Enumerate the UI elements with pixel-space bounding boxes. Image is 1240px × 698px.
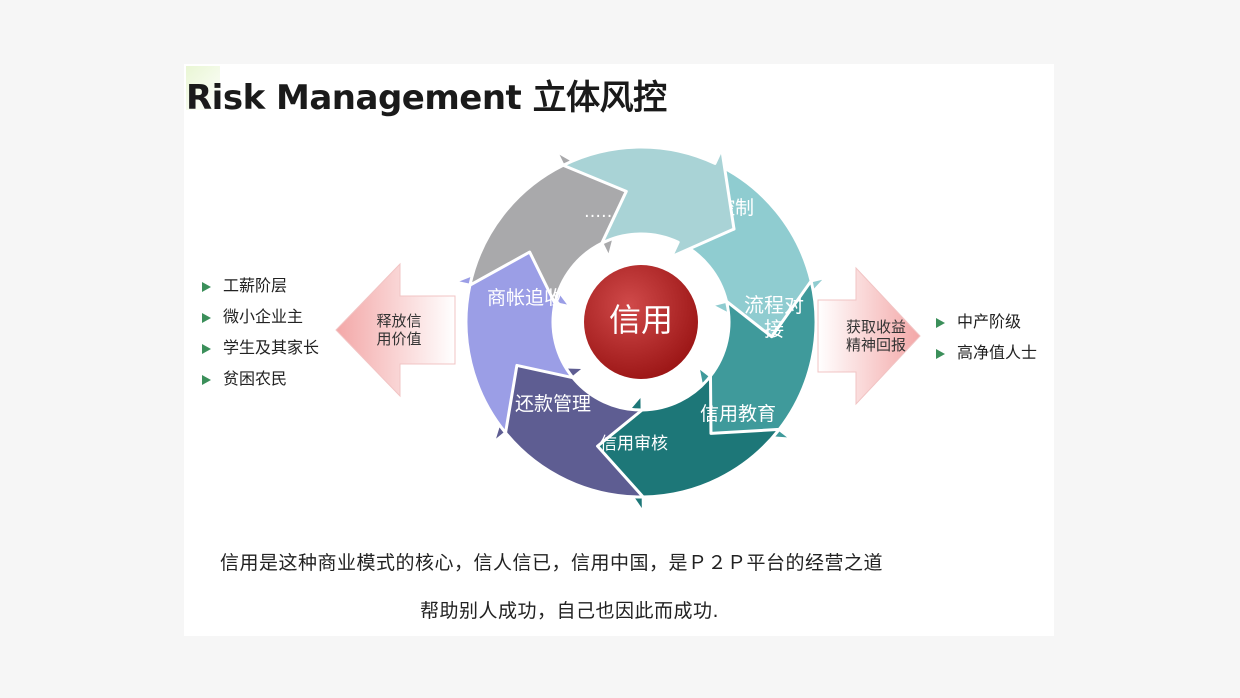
cycle-segment-label: 信用审核 (600, 434, 668, 454)
list-item: 学生及其家长 (202, 332, 319, 363)
left-audience-list: 工薪阶层 微小企业主 学生及其家长 贫困农民 (202, 270, 319, 394)
list-item: 高净值人士 (936, 337, 1037, 368)
list-item: 贫困农民 (202, 363, 319, 394)
cycle-segment (561, 145, 736, 259)
right-audience-list: 中产阶级 高净值人士 (936, 306, 1037, 368)
caption-line-1: 信用是这种商业模式的核心，信人信已，信用中国，是Ｐ２Ｐ平台的经营之道 (220, 552, 884, 574)
center-circle (584, 265, 698, 379)
right-arrow-shape (817, 266, 921, 406)
cycle-segment-label: 还款管理 (515, 393, 591, 415)
page-title: Risk Management 立体风控 (186, 78, 667, 118)
cycle-segment-label: 流程对接 (744, 293, 804, 341)
right-arrow-label: 获取收益精神回报 (846, 318, 906, 354)
left-arrow-shape (335, 262, 456, 398)
cycle-segment-label: 商帐追收 (487, 287, 563, 309)
cycle-segment (676, 161, 829, 339)
cycle-segment (491, 363, 645, 499)
cycle-segment (468, 149, 628, 305)
list-item: 中产阶级 (936, 306, 1037, 337)
left-arrow-label: 释放信用价值 (376, 312, 421, 348)
bullet-arrow-icon (202, 281, 211, 292)
center-label: 信用 (609, 301, 673, 339)
list-item: 微小企业主 (202, 301, 319, 332)
caption-line-2: 帮助别人成功，自己也因此而成功. (420, 600, 720, 622)
bullet-arrow-icon (202, 343, 211, 354)
title-accent (186, 66, 220, 110)
bullet-arrow-icon (202, 312, 211, 323)
list-item: 工薪阶层 (202, 270, 319, 301)
bullet-arrow-icon (936, 317, 945, 328)
cycle-segment (696, 279, 818, 441)
bullet-arrow-icon (202, 374, 211, 385)
bullet-arrow-icon (936, 348, 945, 359)
cycle-segment (452, 250, 575, 435)
cycle-segment-label: 信用教育 (700, 403, 776, 425)
cycle-segment-label: …… (584, 202, 618, 222)
